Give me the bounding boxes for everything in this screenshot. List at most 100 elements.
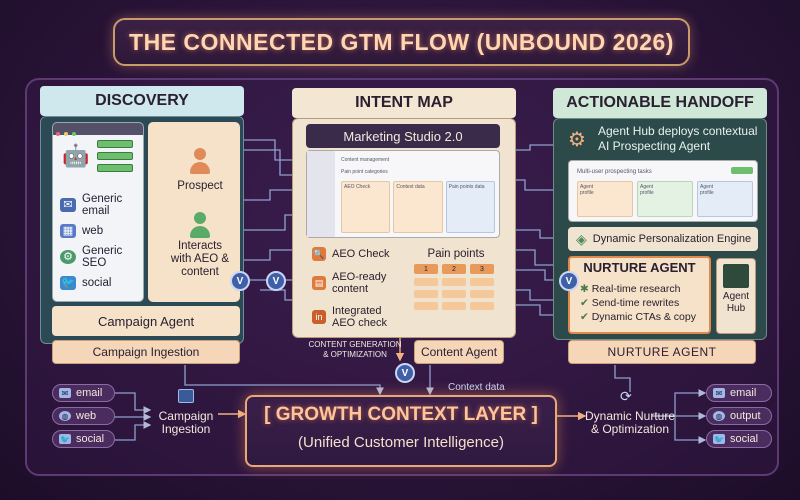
source-item: ✉ Generic email (60, 193, 122, 217)
prospect-label: Prospect (177, 180, 223, 192)
screen-column: AEO Check (341, 181, 391, 233)
interacts-label: Interacts with AEO & content (170, 240, 230, 278)
prospecting-tasks-screen: Multi-user prospecting tasks Agent profi… (568, 160, 758, 222)
aeo-item: 🔍AEO Check (312, 247, 390, 261)
discovery-header: DISCOVERY (40, 86, 244, 116)
task-profile: Agent profile (637, 181, 693, 217)
search-icon: 🔍 (312, 247, 326, 261)
gear-icon: ✱ (580, 283, 592, 295)
input-pill-web: ◍web (52, 407, 116, 425)
calendar-icon: ▦ (60, 224, 76, 238)
content-agent-box: Content Agent (414, 340, 504, 364)
browser-titlebar (53, 123, 143, 136)
robot-icon: 🤖 (62, 143, 90, 168)
source-label: Generic SEO (82, 245, 123, 269)
task-screen-title: Multi-user prospecting tasks (577, 169, 652, 175)
screen-subheading: Pain point categories (341, 169, 388, 175)
marketing-studio-screen: Content management Pain point categories… (306, 150, 500, 238)
input-channels: ✉email ◍web 🐦social (52, 384, 116, 448)
output-pill-social: 🐦social (706, 430, 772, 448)
content-generation-label: CONTENT GENERATION & OPTIMIZATION (308, 340, 402, 359)
task-action-button[interactable] (731, 167, 753, 174)
dynamic-nurture-label: Dynamic Nurture & Optimization (584, 409, 676, 436)
twitter-icon: 🐦 (713, 434, 725, 444)
pain-point-numbers: 1 2 3 (414, 264, 494, 274)
output-pill-email: ✉email (706, 384, 772, 402)
ui-bar (97, 140, 133, 148)
screen-column: Pain points data (445, 181, 495, 233)
growth-context-layer (245, 395, 557, 467)
source-item: ▦ web (60, 224, 122, 238)
ingestion-icon (178, 389, 194, 403)
dynamic-personalization-engine: ◈ Dynamic Personalization Engine (568, 227, 758, 251)
campaign-ingestion-label: Campaign Ingestion (158, 409, 214, 436)
source-label: web (82, 225, 104, 237)
globe-icon: ◍ (59, 411, 71, 421)
nurture-item: ✔ Dynamic CTAs & copy (580, 311, 696, 323)
output-channels: ✉email ◍output 🐦social (706, 384, 772, 448)
task-profile: Agent profile (577, 181, 633, 217)
server-icon (723, 264, 749, 288)
page-title: THE CONNECTED GTM FLOW (UNBOUND 2026) (129, 28, 674, 55)
agent-hub-side: Agent Hub (716, 258, 756, 334)
v-badge: V (266, 271, 286, 291)
ui-bar (97, 164, 133, 172)
source-list: ✉ Generic email ▦ web ⚙ Generic SEO 🐦 so… (60, 193, 122, 290)
nurture-item: ✱ Real-time research (580, 283, 681, 295)
screen-column: Context data (393, 181, 443, 233)
close-dot-icon (56, 132, 60, 136)
seo-icon: ⚙ (60, 250, 76, 264)
document-icon: ▤ (312, 276, 326, 290)
network-icon: ⚙ (568, 129, 586, 151)
intent-map-header: INTENT MAP (292, 88, 516, 118)
maximize-dot-icon (72, 132, 76, 136)
title-banner: THE CONNECTED GTM FLOW (UNBOUND 2026) (113, 18, 690, 66)
twitter-icon: 🐦 (59, 434, 71, 444)
ui-bars (97, 140, 133, 172)
pain-points-label: Pain points (427, 248, 485, 260)
pain-point-number: 1 (414, 264, 438, 274)
pain-point-grid (414, 278, 494, 310)
context-data-label: Context data (448, 382, 505, 393)
cube-icon: ◈ (576, 230, 587, 247)
agent-hub-side-label: Agent Hub (722, 291, 750, 314)
pain-point-number: 3 (470, 264, 494, 274)
nurture-item: ✔ Send-time rewrites (580, 297, 680, 309)
interacting-person-icon (190, 212, 210, 238)
input-pill-social: 🐦social (52, 430, 116, 448)
email-icon: ✉ (60, 198, 76, 212)
screen-columns: AEO Check Context data Pain points data (341, 181, 495, 233)
nurture-agent-box: NURTURE AGENT (568, 340, 756, 364)
refresh-icon: ⟳ (620, 388, 632, 404)
v-badge: V (395, 363, 415, 383)
screen-heading: Content management (341, 157, 390, 163)
nurture-agent-list: ✱ Real-time research ✔ Send-time rewrite… (580, 282, 696, 324)
agent-hub-description: Agent Hub deploys contextual AI Prospect… (598, 124, 758, 153)
nurture-agent-card (568, 256, 711, 334)
output-pill-output: ◍output (706, 407, 772, 425)
v-badge: V (230, 271, 250, 291)
ui-bar (97, 152, 133, 160)
check-icon: ✔ (580, 297, 592, 309)
input-pill-email: ✉email (52, 384, 116, 402)
globe-icon: ◍ (713, 411, 725, 421)
nurture-agent-title: NURTURE AGENT (583, 260, 696, 275)
marketing-studio-title: Marketing Studio 2.0 (306, 124, 500, 148)
aeo-item: ▤AEO-ready content (312, 271, 389, 295)
growth-context-layer-title: [ GROWTH CONTEXT LAYER ] (264, 404, 538, 425)
linkedin-icon: in (312, 310, 326, 324)
pain-point-number: 2 (442, 264, 466, 274)
task-profile-row: Agent profile Agent profile Agent profil… (577, 181, 753, 217)
v-badge: V (559, 271, 579, 291)
source-item: 🐦 social (60, 276, 122, 290)
actionable-handoff-header: ACTIONABLE HANDOFF (553, 88, 767, 118)
twitter-icon: 🐦 (60, 276, 76, 290)
email-icon: ✉ (713, 388, 725, 398)
source-item: ⚙ Generic SEO (60, 245, 122, 269)
task-profile: Agent profile (697, 181, 753, 217)
minimize-dot-icon (64, 132, 68, 136)
campaign-ingestion-box: Campaign Ingestion (52, 340, 240, 364)
screen-sidebar (307, 151, 335, 237)
